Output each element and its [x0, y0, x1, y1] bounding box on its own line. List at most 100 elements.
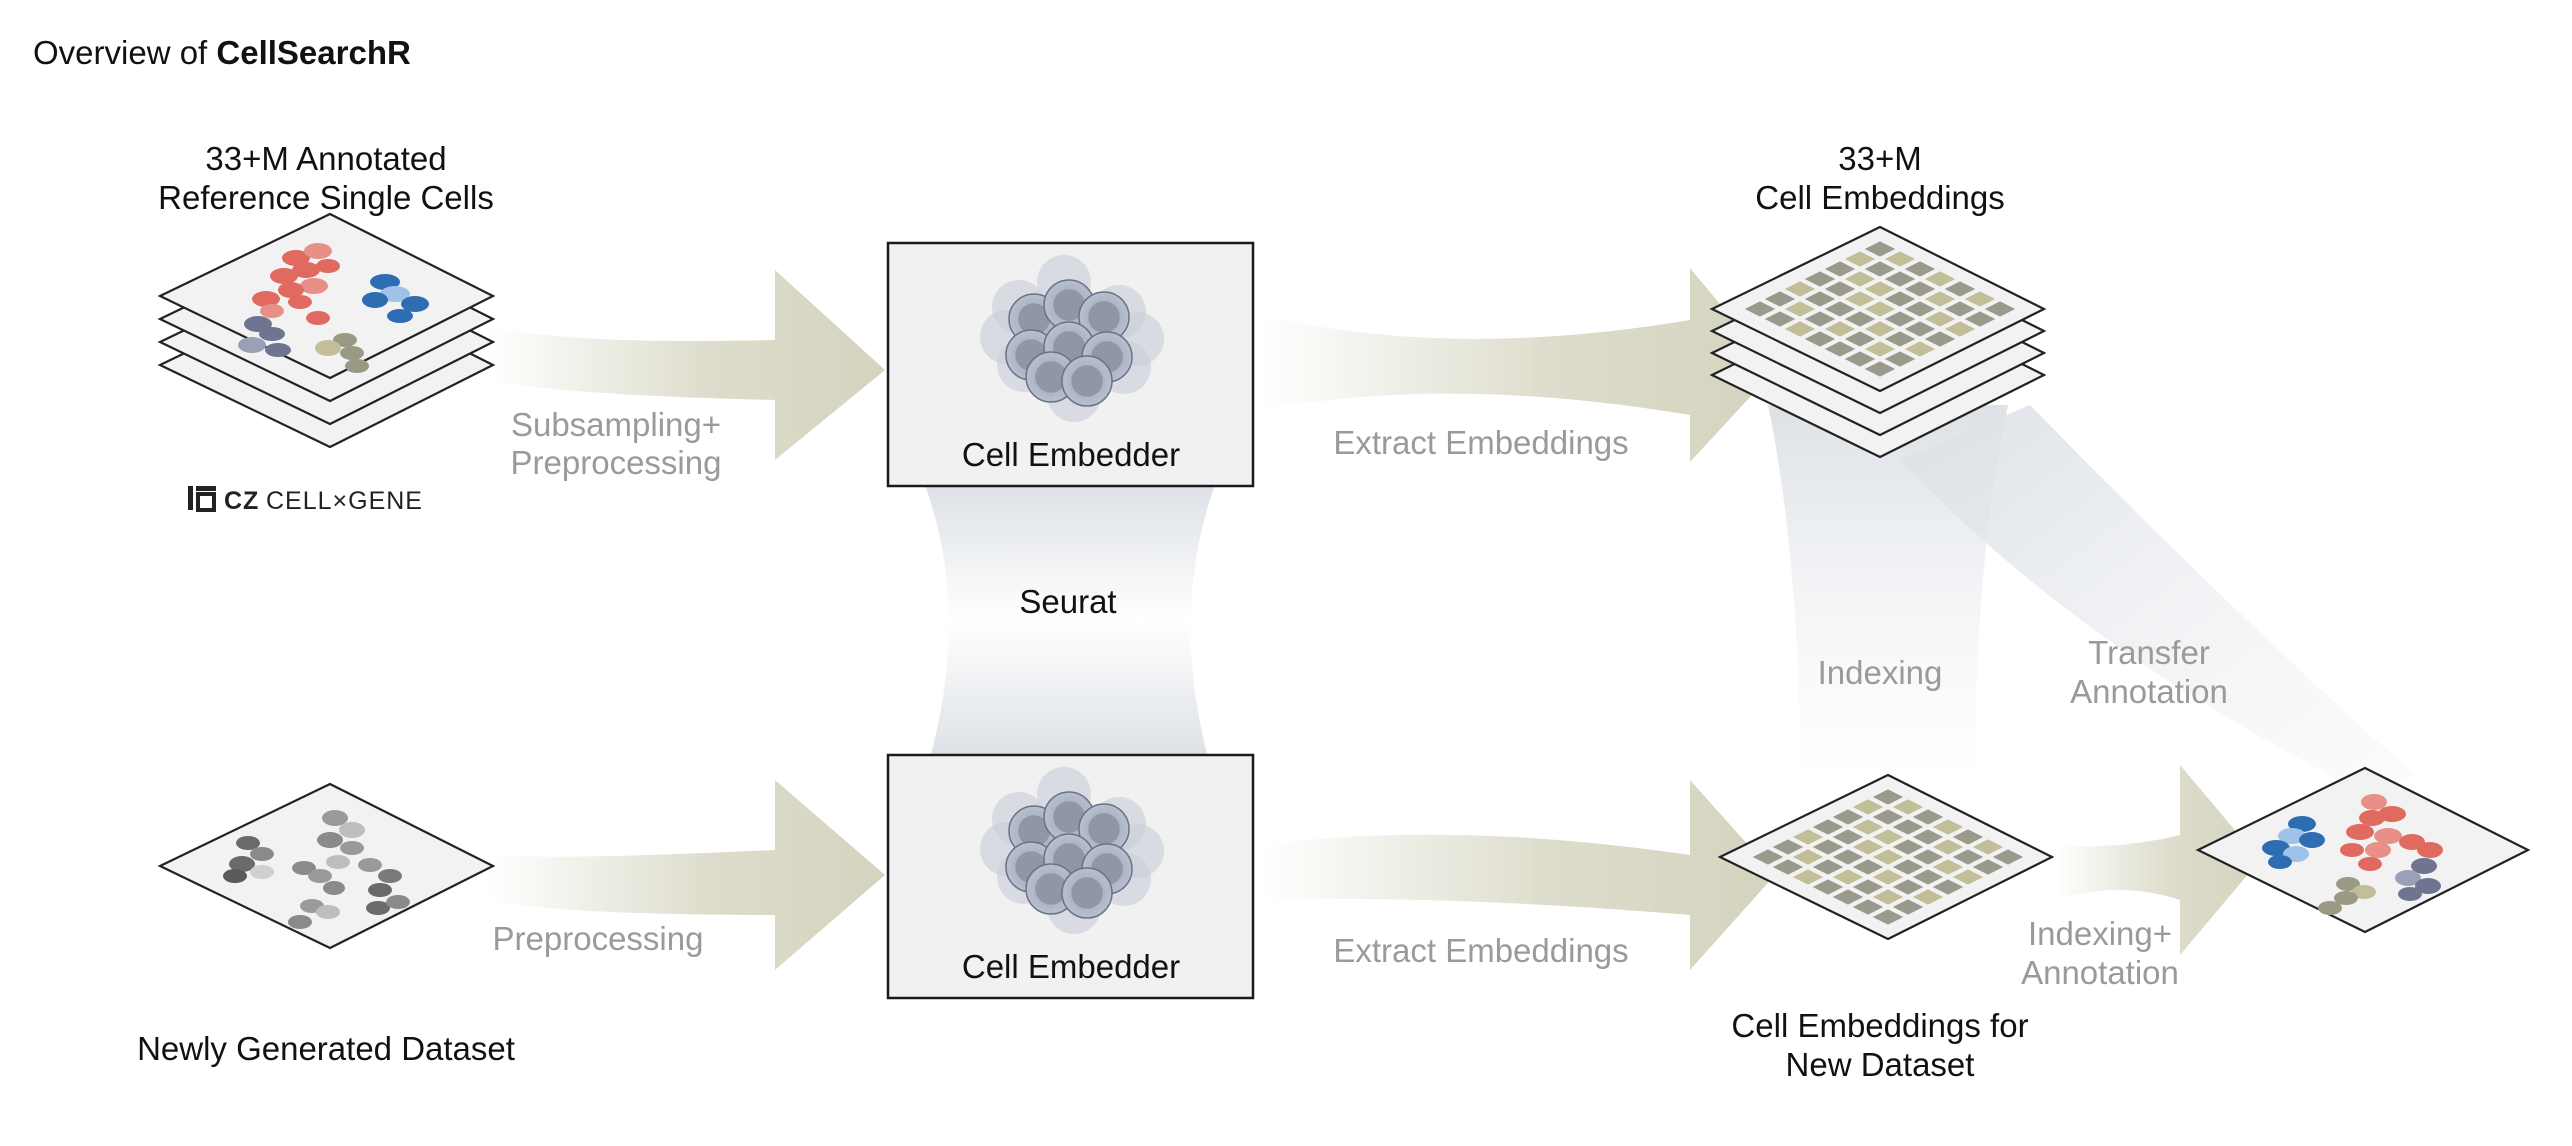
embedding-tile — [1864, 341, 1896, 357]
embeddings-stack-top — [1709, 225, 2047, 459]
embedding-tile — [1932, 859, 1964, 875]
embedding-tile — [1784, 281, 1816, 297]
embedding-tile — [1764, 311, 1796, 327]
arrow-preprocessing — [488, 780, 885, 970]
embedding-tile — [1832, 889, 1864, 905]
reference-label-line1: 33+M Annotated — [205, 140, 446, 177]
transfer-annotation-label-line1: Transfer — [2088, 634, 2210, 671]
embedding-tile — [1844, 291, 1876, 307]
embedding-tile — [1912, 889, 1944, 905]
embedding-tile — [1892, 899, 1924, 915]
embedding-tile — [1924, 331, 1956, 347]
embedding-tile — [1864, 281, 1896, 297]
arrow-extract-bottom — [1262, 780, 1775, 970]
diagram-title: Overview of CellSearchR — [33, 34, 411, 71]
embedding-tile — [1952, 829, 1984, 845]
embedding-tile — [1972, 839, 2004, 855]
embedding-tile — [1944, 321, 1976, 337]
embedding-tile — [1872, 789, 1904, 805]
embedding-tile — [1804, 291, 1836, 307]
embedding-tile — [1812, 839, 1844, 855]
embedding-tile — [1804, 311, 1836, 327]
extract-embeddings-label-top: Extract Embeddings — [1333, 424, 1628, 461]
embedding-tile — [1872, 869, 1904, 885]
embedding-tile — [1824, 341, 1856, 357]
embedding-tile — [1824, 321, 1856, 337]
embedding-tile — [1872, 849, 1904, 865]
reference-stack — [157, 212, 496, 449]
embedding-tile — [1804, 331, 1836, 347]
embedding-tile — [1892, 819, 1924, 835]
embedding-tile — [1784, 301, 1816, 317]
seurat-label: Seurat — [1019, 583, 1116, 620]
title-prefix: Overview of — [33, 34, 216, 71]
embedding-tile — [1844, 331, 1876, 347]
cell-embedder-icon-bottom — [980, 767, 1164, 934]
embedding-tile — [1924, 291, 1956, 307]
embedding-tile — [1924, 311, 1956, 327]
embedding-tile — [1932, 819, 1964, 835]
embedding-tile — [1924, 271, 1956, 287]
embedding-tile — [1792, 849, 1824, 865]
embedding-tile — [1904, 261, 1936, 277]
new-dataset-plane — [157, 782, 496, 950]
embedding-tile — [1964, 311, 1996, 327]
embedding-tile — [1832, 869, 1864, 885]
embedding-tile — [1824, 261, 1856, 277]
embedding-tile — [1912, 829, 1944, 845]
embeddings-top-label-line1: 33+M — [1838, 140, 1921, 177]
embedding-tile — [1784, 321, 1816, 337]
embeddings-bottom-label-line2: New Dataset — [1786, 1046, 1975, 1083]
embedding-tile — [1872, 909, 1904, 925]
indexing-annotation-label-line1: Indexing+ — [2028, 915, 2172, 952]
embedding-tile — [1864, 241, 1896, 257]
embedding-tile — [1792, 869, 1824, 885]
subsampling-label-line2: Preprocessing — [511, 444, 722, 481]
embedding-tile — [1864, 301, 1896, 317]
embedding-tile — [1944, 281, 1976, 297]
embedding-tile — [1964, 291, 1996, 307]
embedding-tile — [1892, 839, 1924, 855]
embedding-tile — [1772, 839, 1804, 855]
embedding-tile — [1992, 849, 2024, 865]
olive-cell-cluster — [315, 333, 369, 373]
embedding-tile — [1904, 341, 1936, 357]
embedding-tile — [1864, 261, 1896, 277]
arrow-subsampling — [488, 270, 885, 460]
embedding-tile — [1864, 361, 1896, 377]
cell-circle — [1061, 355, 1113, 407]
title-name: CellSearchR — [216, 34, 411, 71]
embedding-tile — [1804, 271, 1836, 287]
embedding-tile — [1952, 869, 1984, 885]
embedding-tile — [1852, 879, 1884, 895]
cellxgene-logo: CZ CELL×GENE — [188, 486, 422, 515]
embedding-tile — [1892, 799, 1924, 815]
cell-embedder-label-top: Cell Embedder — [962, 436, 1180, 473]
embedding-tile — [1884, 331, 1916, 347]
embedding-tile — [1944, 301, 1976, 317]
indexing-label: Indexing — [1818, 654, 1943, 691]
embedding-tile — [1852, 899, 1884, 915]
embedding-tile — [1832, 849, 1864, 865]
embedding-tile — [1792, 829, 1824, 845]
new-dataset-label: Newly Generated Dataset — [137, 1030, 515, 1067]
logo-cz: CZ — [224, 487, 259, 515]
embeddings-top-label-line2: Cell Embeddings — [1755, 179, 2004, 216]
indexing-annotation-label-line2: Annotation — [2021, 954, 2179, 991]
transfer-annotation-label-line2: Annotation — [2070, 673, 2228, 710]
embedding-tile — [1872, 809, 1904, 825]
embedding-tile — [1852, 799, 1884, 815]
reference-label-line2: Reference Single Cells — [158, 179, 494, 216]
slate-cell-cluster — [238, 316, 291, 357]
seurat-bridge — [925, 485, 1215, 758]
embedding-tile — [1832, 809, 1864, 825]
embedding-tile — [1852, 819, 1884, 835]
embedding-tile — [1852, 839, 1884, 855]
embedding-tile — [1844, 271, 1876, 287]
embeddings-plane-bottom — [1717, 773, 2055, 941]
embedding-tile — [1904, 321, 1936, 337]
embedding-tile — [1884, 351, 1916, 367]
embedding-tile — [1852, 859, 1884, 875]
extract-embeddings-label-bottom: Extract Embeddings — [1333, 932, 1628, 969]
embedding-tile — [1884, 291, 1916, 307]
